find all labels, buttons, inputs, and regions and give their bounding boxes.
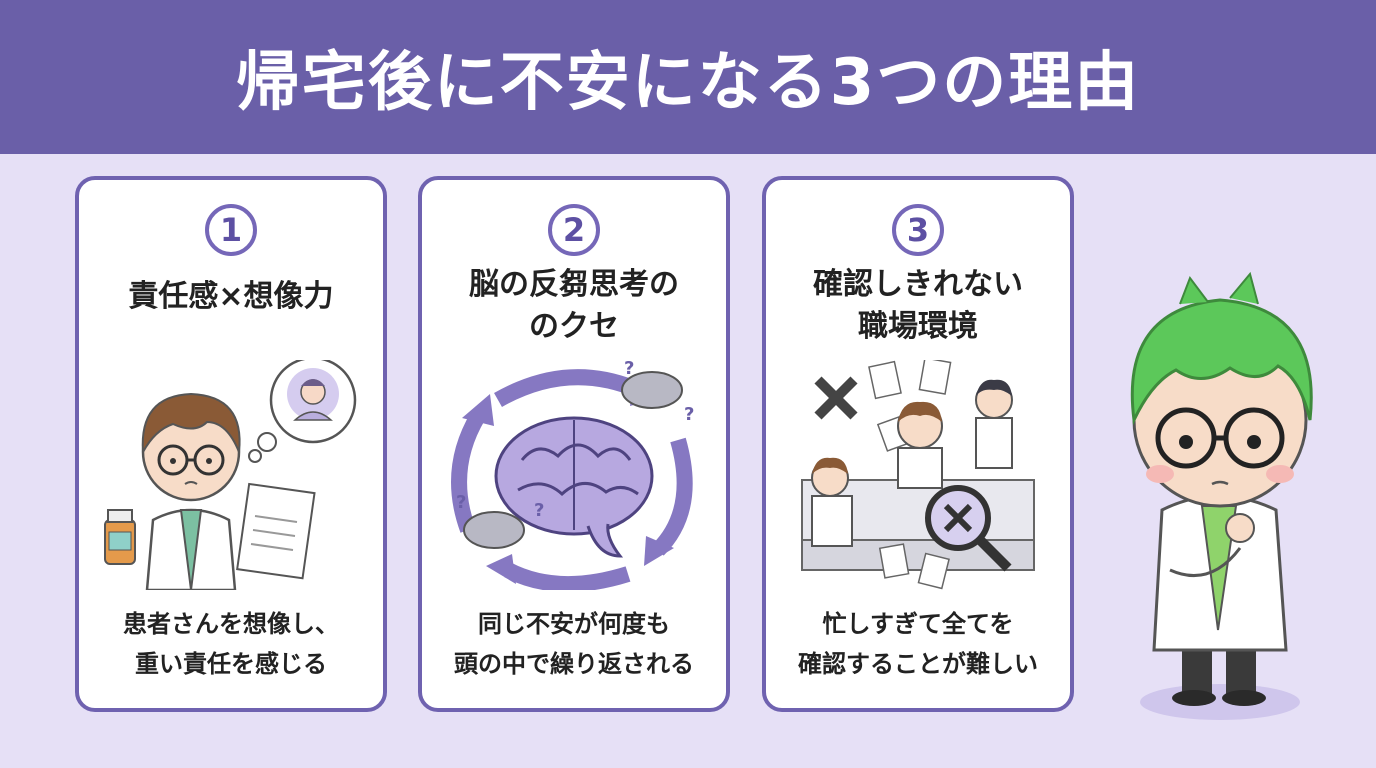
card-title: 確認しきれない 職場環境: [766, 264, 1070, 348]
card-title-line: のクセ: [529, 309, 619, 344]
number-badge: 1: [205, 204, 257, 256]
busy-workplace-illustration: [801, 360, 1035, 590]
header-banner: 帰宅後に不安になる3つの理由: [0, 0, 1376, 154]
reason-card-3: 3 確認しきれない 職場環境 忙しすぎて全てを: [762, 176, 1074, 712]
reason-card-1: 1 責任感×想像力 患者さんを想像し、 重い責任を感じる: [75, 176, 387, 712]
card-desc-line: 確認することが難しい: [798, 650, 1038, 678]
pharmacist-imagining-patient-illustration: [104, 360, 357, 590]
card-desc-line: 忙しすぎて全てを: [822, 610, 1014, 638]
card-title-line: 確認しきれない: [813, 267, 1023, 302]
brain-rumination-cycle-illustration: ? ? ? ?: [451, 360, 694, 590]
card-desc-line: 患者さんを想像し、: [123, 610, 339, 638]
card-title-line: 責任感×想像力: [128, 279, 334, 314]
number-badge: 2: [548, 204, 600, 256]
card-desc-line: 同じ不安が何度も: [478, 610, 670, 638]
svg-text:?: ?: [534, 500, 544, 521]
card-title-line: 職場環境: [858, 309, 978, 344]
number-badge: 3: [892, 204, 944, 256]
card-desc-line: 頭の中で繰り返される: [454, 650, 694, 678]
reason-card-2: 2 脳の反芻思考の のクセ ? ? ? ? 同じ不安が何度も 頭の中で繰り返され…: [418, 176, 730, 712]
svg-text:?: ?: [624, 360, 634, 379]
card-title: 責任感×想像力: [79, 276, 383, 318]
page-title: 帰宅後に不安になる3つの理由: [235, 46, 1141, 120]
thinking-pharmacist-mascot-illustration: [1130, 271, 1313, 720]
svg-text:?: ?: [684, 404, 694, 425]
card-description: 患者さんを想像し、 重い責任を感じる: [79, 604, 383, 684]
card-description: 同じ不安が何度も 頭の中で繰り返される: [422, 604, 726, 684]
card-description: 忙しすぎて全てを 確認することが難しい: [766, 604, 1070, 684]
svg-text:?: ?: [456, 492, 466, 513]
card-title-line: 脳の反芻思考の: [469, 267, 679, 302]
card-title: 脳の反芻思考の のクセ: [422, 264, 726, 348]
card-desc-line: 重い責任を感じる: [135, 650, 327, 678]
